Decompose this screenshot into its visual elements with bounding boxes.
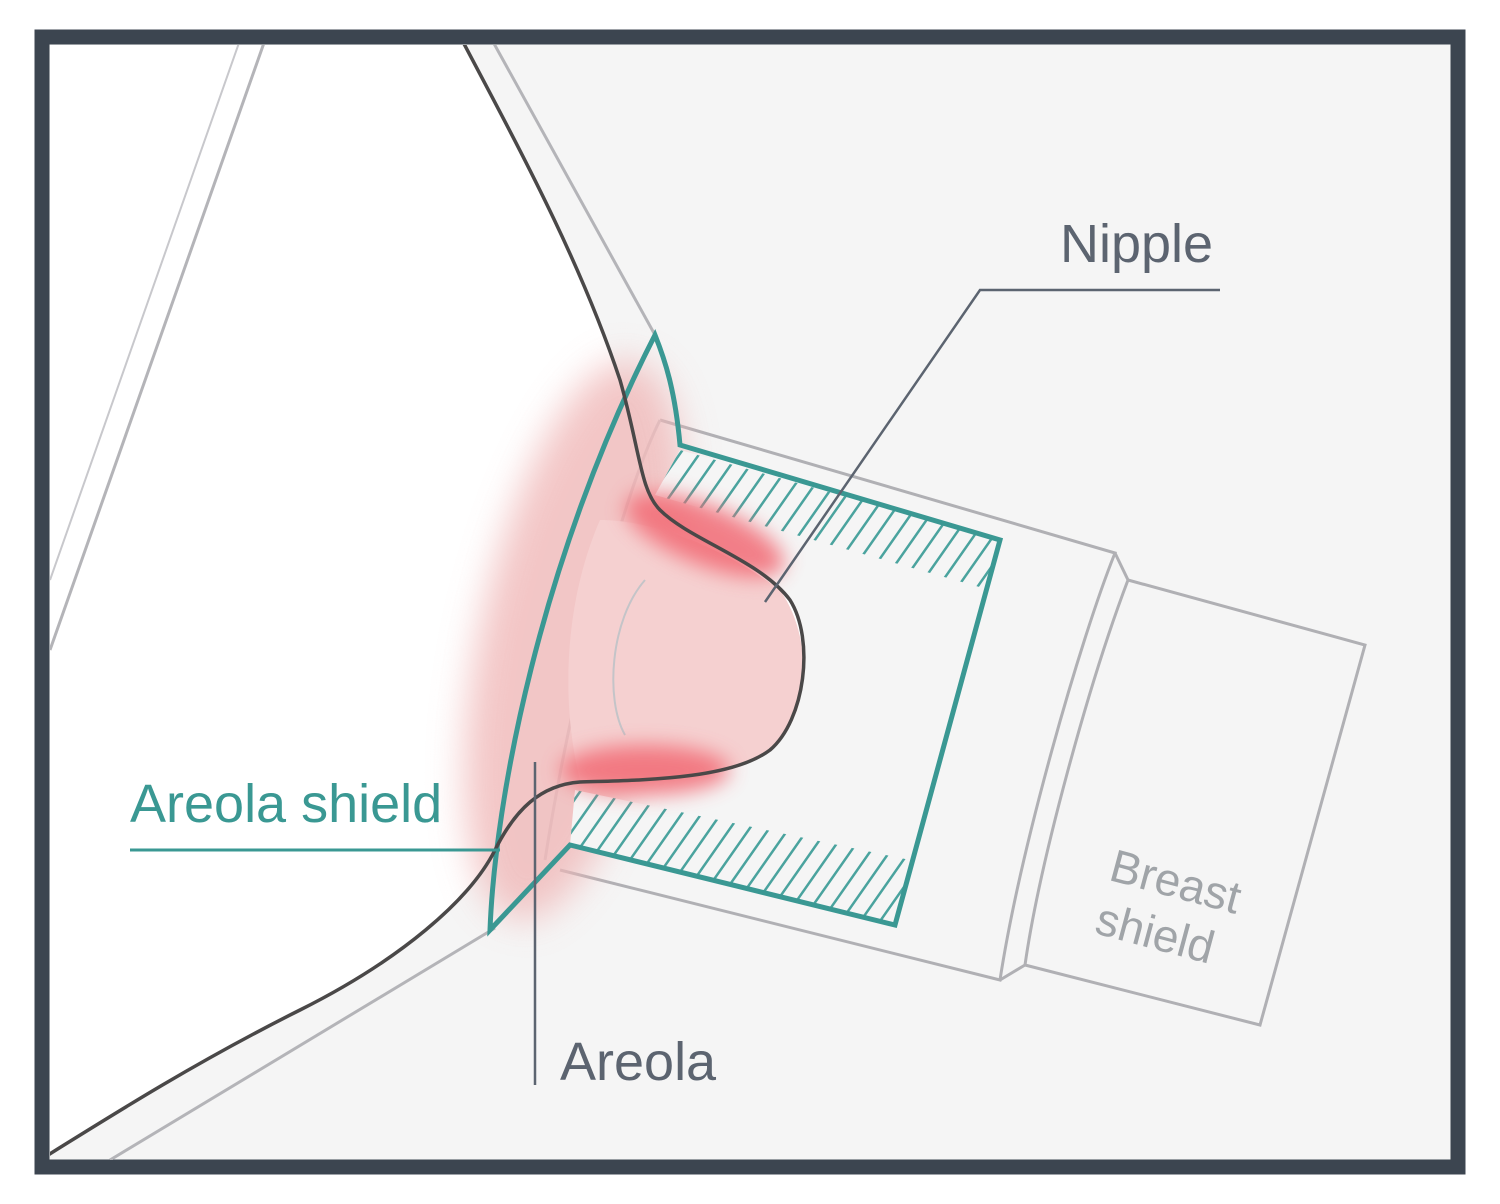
nipple-leader-line (763, 288, 1220, 603)
areola-shield (487, 328, 1004, 937)
contour-line (50, 45, 265, 651)
breast-outline (50, 45, 806, 1156)
nipple-fill (568, 520, 804, 780)
contour-line (109, 926, 496, 1160)
shield-hatch-top (655, 450, 1000, 590)
contour-line (50, 45, 240, 581)
areola-shield-label: Areola shield (130, 774, 442, 834)
pressure-zone-bottom (560, 745, 730, 795)
contour-line (493, 45, 657, 336)
nipple-contour (612, 579, 646, 736)
breast-body (50, 45, 804, 1154)
areola-label: Areola (560, 1032, 717, 1092)
shield-hatch-bottom (570, 790, 910, 925)
nipple-label: Nipple (1060, 214, 1213, 274)
